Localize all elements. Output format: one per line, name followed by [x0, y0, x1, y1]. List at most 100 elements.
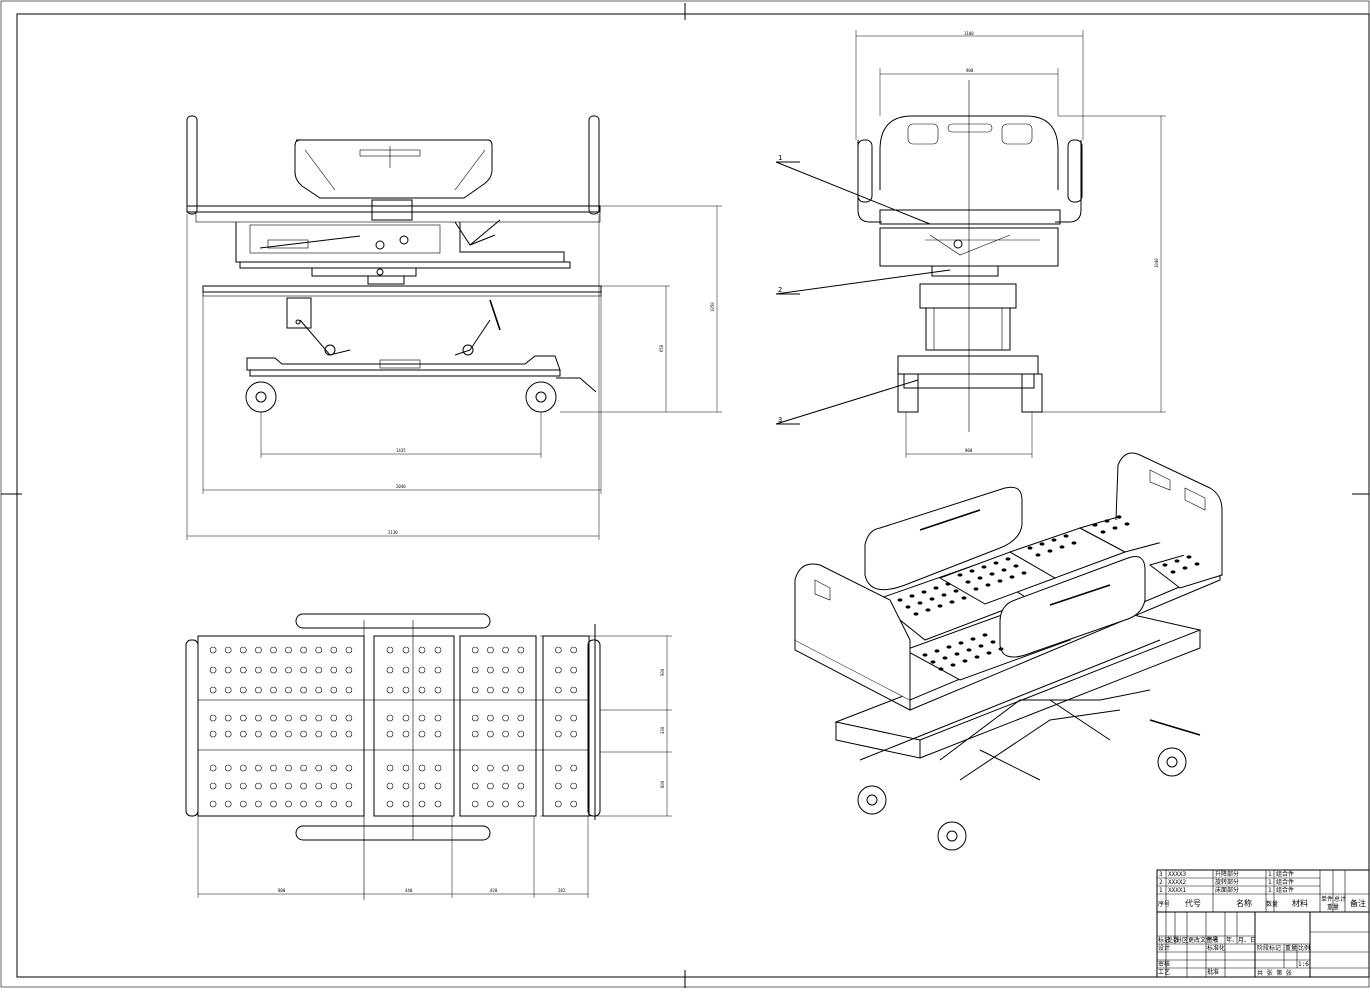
deck-hole: [209, 730, 217, 738]
scale-label: 比例: [1298, 944, 1310, 952]
dim-seg3: 420: [490, 888, 498, 893]
deck-hole: [300, 730, 307, 738]
deck-hole: [502, 646, 509, 654]
iso-deck-hole: [1009, 575, 1015, 579]
deck-hole: [315, 686, 323, 694]
deck-hole: [330, 800, 338, 808]
bom-table: 3 XXXX3 升降部分 1 组合件 2 XXXX2 旋转部分 1 组合件 1 …: [1157, 870, 1369, 913]
bom-qty-1: 1: [1268, 887, 1272, 894]
iso-deck-perforations: [897, 515, 1200, 671]
iso-deck-hole: [937, 604, 943, 608]
deck-hole: [471, 782, 479, 790]
sign-approve: 批准: [1207, 968, 1219, 976]
deck-hole: [315, 730, 323, 738]
dim-height-base: 650: [659, 344, 664, 352]
iso-deck-hole: [1162, 563, 1168, 567]
deck-hole: [224, 800, 232, 808]
deck-hole: [517, 666, 525, 674]
iso-deck-hole: [1059, 545, 1065, 549]
deck-hole: [418, 782, 426, 790]
callout-3: 3: [778, 416, 782, 424]
deck-hole: [434, 730, 442, 738]
deck-hole: [255, 800, 262, 808]
iso-deck-hole: [1104, 519, 1110, 523]
bom-code-1: XXXX1: [1168, 887, 1186, 894]
iso-deck-hole: [922, 653, 928, 657]
deck-hole: [224, 686, 232, 694]
deck-hole: [240, 782, 247, 790]
deck-hole: [345, 646, 353, 654]
deck-hole: [255, 714, 262, 722]
deck-hole: [386, 782, 394, 790]
deck-hole: [285, 782, 292, 790]
bom-header-material: 材料: [1292, 898, 1308, 908]
deck-hole: [554, 800, 562, 808]
top-view-dimensions: 900 330 800 800 440 420 282: [197, 635, 672, 898]
bom-name-2: 旋转部分: [1215, 878, 1239, 886]
iso-deck-hole: [917, 601, 923, 605]
dim-top-w3: 800: [660, 780, 665, 788]
sign-design: 设计: [1158, 944, 1170, 952]
rev-label-2: 分区: [1176, 936, 1188, 944]
bom-no-1: 1: [1159, 887, 1163, 894]
deck-hole: [285, 666, 292, 674]
deck-hole: [240, 714, 247, 722]
deck-hole: [570, 666, 578, 674]
deck-hole: [471, 730, 479, 738]
dim-inner-width: 900: [966, 68, 974, 73]
stage-mark-label: 阶段标记: [1257, 944, 1281, 952]
deck-hole: [300, 782, 307, 790]
scale-value: 1:6: [1298, 961, 1309, 968]
iso-deck-hole: [1013, 564, 1019, 568]
rev-label-4: 签名: [1207, 936, 1219, 944]
deck-hole: [345, 764, 353, 772]
deck-hole: [471, 800, 479, 808]
deck-hole: [386, 764, 394, 772]
deck-perforations: [209, 646, 578, 808]
deck-hole: [554, 686, 562, 694]
deck-hole: [554, 714, 562, 722]
deck-hole: [345, 730, 353, 738]
deck-hole: [502, 666, 509, 674]
deck-hole: [434, 666, 442, 674]
deck-hole: [209, 686, 217, 694]
iso-deck-hole: [1063, 534, 1069, 538]
deck-hole: [386, 730, 394, 738]
deck-hole: [240, 686, 247, 694]
dim-top-w2: 330: [660, 726, 665, 734]
iso-deck-hole: [989, 572, 995, 576]
deck-hole: [270, 714, 277, 722]
deck-hole: [255, 666, 262, 674]
deck-hole: [402, 686, 410, 694]
deck-hole: [502, 686, 509, 694]
bom-header-single: 单件: [1321, 895, 1333, 903]
deck-hole: [487, 686, 494, 694]
dim-seg2: 440: [405, 888, 413, 893]
dim-top-width: 1100: [964, 31, 974, 36]
sign-process: 工艺: [1158, 968, 1170, 976]
deck-hole: [315, 646, 323, 654]
iso-deck-hole: [953, 589, 959, 593]
deck-hole: [418, 714, 426, 722]
deck-hole: [224, 714, 232, 722]
deck-hole: [315, 714, 323, 722]
iso-deck-hole: [897, 598, 903, 602]
bom-no-3: 3: [1159, 871, 1163, 878]
iso-deck-hole: [957, 573, 963, 577]
deck-hole: [418, 646, 426, 654]
deck-hole: [502, 782, 509, 790]
deck-hole: [434, 764, 442, 772]
deck-hole: [487, 764, 494, 772]
front-view-dimensions: 1100 900 1040 800: [855, 30, 1166, 458]
deck-hole: [570, 646, 578, 654]
dim-height-overall: 1050: [710, 302, 715, 312]
deck-hole: [285, 714, 292, 722]
bom-header-no: 序号: [1158, 900, 1170, 908]
dim-seg1: 800: [278, 888, 286, 893]
deck-hole: [240, 800, 247, 808]
deck-hole: [517, 714, 525, 722]
iso-deck-hole: [1027, 546, 1033, 550]
iso-deck-hole: [1116, 515, 1122, 519]
